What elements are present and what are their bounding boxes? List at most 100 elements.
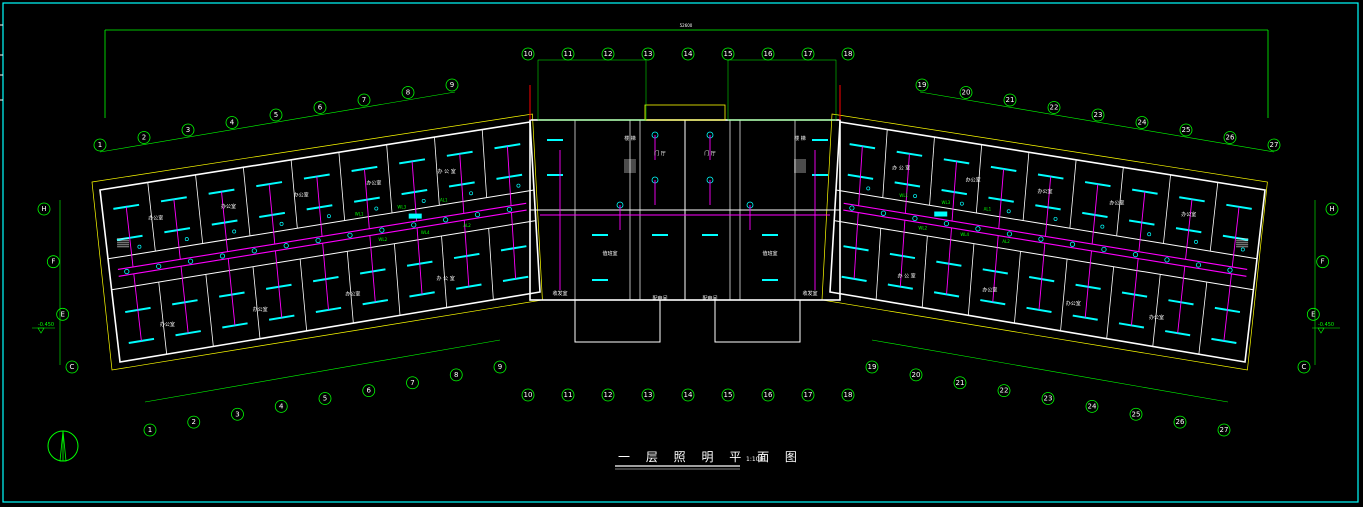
axis-bubble-row: E <box>1311 310 1315 318</box>
corridor-light <box>1132 252 1139 258</box>
room-partition <box>1060 258 1068 331</box>
switch-symbol <box>866 186 871 191</box>
wiring-run <box>268 184 276 245</box>
room-partition <box>252 266 261 339</box>
axis-bubble-top-circle <box>401 86 415 99</box>
corridor-wiring <box>118 209 527 277</box>
light-fixture <box>128 337 155 345</box>
axis-bubble-top-circle <box>181 123 195 137</box>
switch-symbol <box>1100 224 1105 229</box>
axis-bubble-top-circle <box>1267 138 1281 152</box>
wiring-run <box>133 273 142 341</box>
wiring-run <box>858 146 863 206</box>
axis-bubble-bottom-circle <box>721 388 735 402</box>
axis-bubble-bottom-circle <box>521 388 535 402</box>
axis-bubble-bottom-circle <box>841 388 855 402</box>
room-label: 门 厅 <box>704 150 716 157</box>
room-label: 办公室 <box>1066 300 1081 307</box>
axis-bubble-bottom: 7 <box>410 379 414 387</box>
room-label: 办公室 <box>221 203 236 210</box>
distribution-box <box>934 211 948 217</box>
switch-symbol <box>1006 209 1011 214</box>
switch-symbol <box>184 237 189 242</box>
axis-bubble-top-circle <box>915 78 929 92</box>
axis-bubble-row: H <box>1329 205 1334 213</box>
corridor-light <box>1006 231 1013 237</box>
axis-bubble-top-circle <box>93 138 107 152</box>
entrance-porch-left <box>574 299 661 343</box>
wiring-run <box>511 212 517 279</box>
axis-bubble-bottom-circle <box>143 423 157 437</box>
axis-bubble-bottom: 25 <box>1132 410 1141 418</box>
axis-bubble-top: 15 <box>724 50 733 58</box>
axis-bubble-top-circle <box>269 108 283 122</box>
room-partition <box>481 129 488 198</box>
axis-bubble-top: 13 <box>644 50 653 58</box>
axis-bubble-top-circle <box>761 47 775 61</box>
axis-bubble-bottom: 13 <box>644 391 653 399</box>
dimension-line <box>144 339 501 403</box>
axis-bubble-top: 19 <box>918 81 927 89</box>
axis-bubble-bottom: 10 <box>524 391 533 399</box>
drawing-title: 一 层 照 明 平 面 图 <box>618 450 803 464</box>
wiring-run <box>506 146 512 206</box>
light-fixture <box>849 143 876 150</box>
axis-bubble-bottom: 14 <box>684 391 693 399</box>
axis-bubble-row-circle <box>1325 202 1339 216</box>
elevation-left: -0.450 <box>38 322 54 328</box>
room-partition <box>967 243 975 316</box>
axis-bubble-bottom-circle <box>641 388 655 402</box>
room-label: 办公室 <box>966 176 981 183</box>
dimension-line <box>99 91 456 153</box>
room-label: 办公室 <box>294 191 309 198</box>
axis-bubble-top: 7 <box>362 96 366 104</box>
room-partition <box>338 152 346 221</box>
corridor-light <box>156 263 162 269</box>
room-partition <box>1198 282 1208 355</box>
axis-bubble-row: F <box>51 258 55 266</box>
switch-symbol <box>959 201 964 206</box>
room-partition <box>346 251 354 324</box>
axis-bubble-top-circle <box>1003 93 1017 107</box>
center-dim-box-left <box>537 59 647 121</box>
wiring-run <box>1231 206 1240 268</box>
axis-bubble-row: C <box>70 363 75 371</box>
corridor-light <box>506 206 512 213</box>
axis-bubble-top: 27 <box>1270 141 1279 149</box>
wiring-run <box>411 161 418 222</box>
wiring-run <box>1045 176 1052 237</box>
axis-bubble-bottom: 2 <box>192 418 196 426</box>
wiring-run <box>1185 199 1193 260</box>
axis-bubble-top-circle <box>521 47 535 61</box>
room-label: 办公室 <box>345 290 360 297</box>
room-partition <box>1022 152 1030 221</box>
axis-bubble-top: 20 <box>962 89 971 97</box>
wiring-run <box>1038 243 1046 310</box>
light-fixture <box>303 173 330 180</box>
room-partition <box>147 182 156 252</box>
wiring-run <box>1130 258 1139 326</box>
wiring-run <box>221 191 228 252</box>
room-label: 办 公 室 <box>437 275 455 282</box>
switch-symbol <box>516 183 521 188</box>
axis-bubble-top: 8 <box>406 89 410 97</box>
axis-bubble-bottom-circle <box>761 388 775 402</box>
room-partition <box>205 274 214 347</box>
room-partition <box>394 243 401 316</box>
axis-bubble-bottom: 16 <box>764 391 773 399</box>
circuit-label: WL1 <box>899 193 908 198</box>
axis-bubble-bottom: 1 <box>148 426 152 434</box>
corridor-light <box>219 253 226 259</box>
corridor-light <box>1227 267 1233 273</box>
axis-bubble-bottom-circle <box>601 388 615 402</box>
axis-bubble-top: 16 <box>764 50 773 58</box>
axis-bubble-bottom: 11 <box>564 391 573 399</box>
axis-bubble-top: 25 <box>1182 126 1191 134</box>
switch-symbol <box>421 198 426 203</box>
corridor-light <box>379 227 385 233</box>
axis-bubble-bottom: 23 <box>1044 395 1053 403</box>
wiring-run <box>853 212 859 279</box>
room-partition <box>1014 251 1021 324</box>
